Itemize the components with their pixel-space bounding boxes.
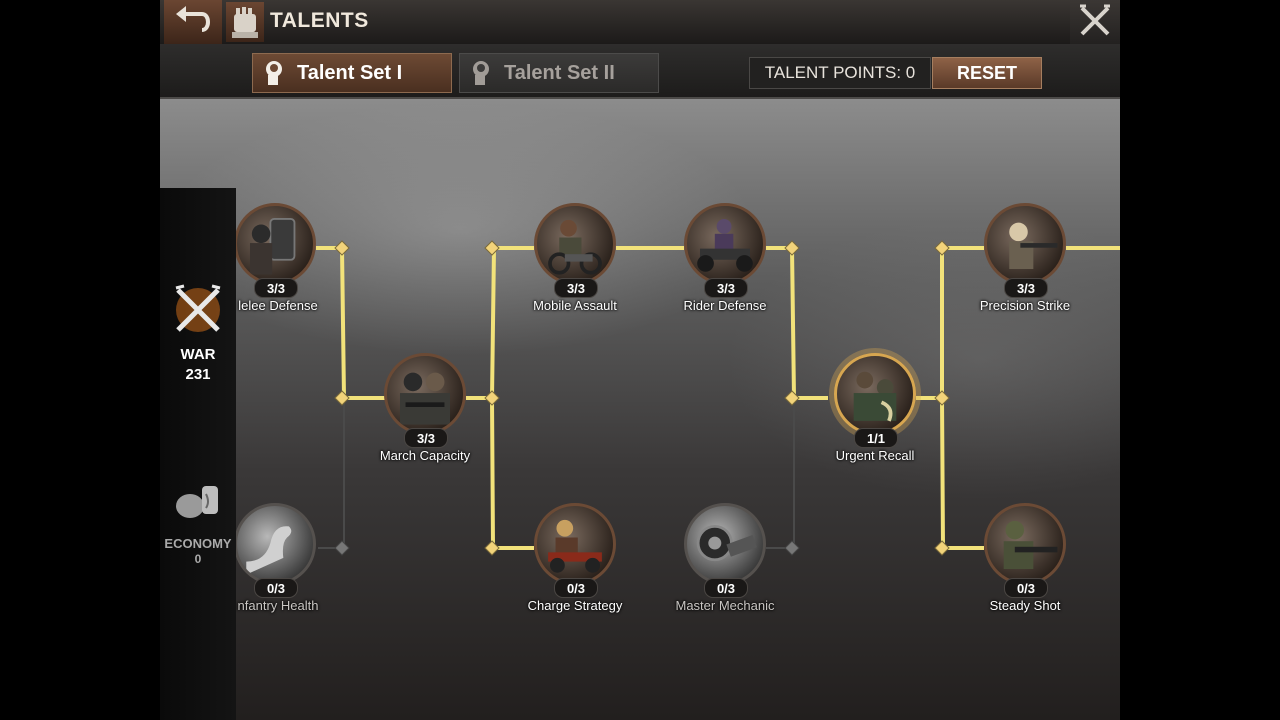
talent-name: Master Mechanic (675, 598, 775, 613)
tab-talent-set-1[interactable]: Talent Set I (252, 53, 452, 93)
tabs-bar: Talent Set I Talent Set II TALENT POINTS… (160, 44, 1120, 99)
talent-node-melee-defense[interactable]: 3/3 (234, 203, 324, 298)
talent-node-precision-strike[interactable]: 3/3 (984, 203, 1074, 298)
charging-rider-icon (548, 519, 602, 573)
soldiers-squad-icon (399, 372, 451, 425)
talents-screen: TALENTS Talent Set I Talent Set II (160, 0, 1120, 720)
head-brain-icon (473, 61, 489, 85)
talent-count: 3/3 (704, 278, 748, 298)
tab-label: Talent Set I (297, 61, 403, 84)
category-value: 231 (185, 366, 211, 383)
close-button[interactable] (1070, 0, 1120, 44)
talent-name: Precision Strike (979, 298, 1071, 313)
back-button[interactable] (164, 0, 222, 44)
talent-node-rider-defense[interactable]: 3/3 (684, 203, 774, 298)
biker-soldier-icon (548, 219, 602, 275)
talent-node-master-mechanic[interactable]: 0/3 (684, 503, 774, 598)
talent-node-march-capacity[interactable]: 3/3 (384, 353, 474, 448)
tab-talent-set-2[interactable]: Talent Set II (459, 53, 659, 93)
category-label: ECONOMY (164, 536, 232, 551)
talent-count: 3/3 (254, 278, 298, 298)
tire-and-tools-icon (696, 525, 757, 562)
talent-node-charge-strategy[interactable]: 0/3 (534, 503, 624, 598)
category-value: 0 (194, 552, 202, 566)
talent-name: Steady Shot (989, 598, 1061, 613)
talent-name: Rider Defense (683, 298, 767, 313)
talent-node-steady-shot[interactable]: 0/3 (984, 503, 1074, 598)
talents-fist-icon (226, 2, 264, 42)
rifleman-soldier-icon (1003, 520, 1058, 570)
flexing-arm-icon (246, 526, 292, 575)
talent-name: Charge Strategy (527, 598, 623, 613)
riot-shield-soldier-icon (249, 218, 296, 275)
atv-rider-icon (697, 218, 753, 272)
talent-name: nfantry Health (237, 598, 319, 613)
economy-resources-icon (176, 486, 218, 518)
category-sidebar: WAR 231 ECONOMY 0 (160, 188, 236, 720)
talent-points-display: TALENT POINTS: 0 (749, 57, 931, 89)
talent-node-urgent-recall[interactable]: 1/1 (834, 353, 924, 448)
talent-name: Mobile Assault (533, 298, 617, 313)
crossed-swords-close-icon (1080, 4, 1110, 36)
talent-count: 3/3 (404, 428, 448, 448)
crossed-rifles-icon (175, 284, 221, 332)
talent-count: 0/3 (1004, 578, 1048, 598)
talent-name: Urgent Recall (835, 448, 915, 463)
talent-count: 0/3 (704, 578, 748, 598)
undo-arrow-icon (176, 6, 210, 32)
talent-name: lelee Defense (238, 298, 318, 313)
talent-count: 1/1 (854, 428, 898, 448)
page-title: TALENTS (270, 9, 369, 32)
sniper-soldier-icon (1009, 222, 1058, 270)
reset-button[interactable]: RESET (932, 57, 1042, 89)
talent-count: 3/3 (554, 278, 598, 298)
background-scene (160, 99, 1120, 720)
header-bar: TALENTS (160, 0, 1120, 45)
talent-node-mobile-assault[interactable]: 3/3 (534, 203, 624, 298)
talent-name: March Capacity (379, 448, 471, 463)
category-label: WAR (180, 346, 216, 363)
talent-count: 3/3 (1004, 278, 1048, 298)
medic-soldier-icon (853, 371, 897, 422)
tab-label: Talent Set II (504, 61, 615, 84)
talent-node-infantry-health[interactable]: 0/3 (234, 503, 324, 598)
head-brain-icon (266, 61, 282, 85)
talent-count: 0/3 (254, 578, 298, 598)
talent-count: 0/3 (554, 578, 598, 598)
